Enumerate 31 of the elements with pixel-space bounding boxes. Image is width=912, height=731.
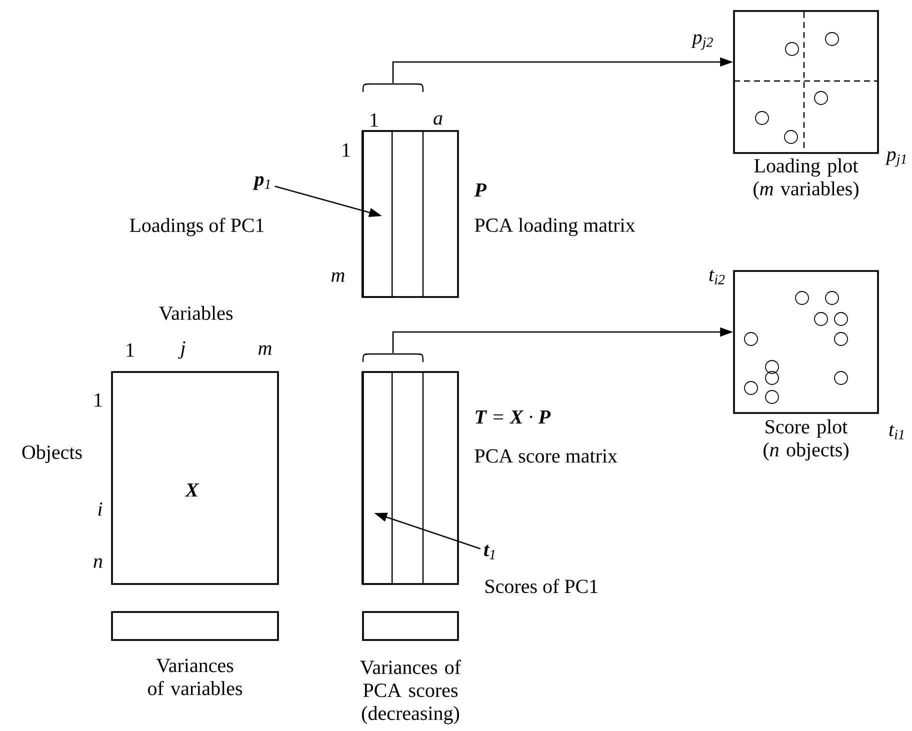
axis-label: p$_{j1}$ bbox=[885, 151, 906, 167]
axis-label: t$_{i2}$ bbox=[709, 270, 725, 284]
node-label: Variances of variables bbox=[148, 658, 242, 696]
node-label: Variances of PCA scores (decreasing) bbox=[360, 660, 462, 724]
index-label: 1 bbox=[94, 393, 102, 407]
axis-title: Variables bbox=[159, 306, 233, 320]
node-label: Loading plot (m variables) bbox=[754, 158, 858, 200]
matrix-column bbox=[362, 371, 393, 585]
formula-text: T = X · P bbox=[476, 410, 551, 424]
matrix-symbol: P bbox=[474, 183, 487, 197]
vector-symbol: p$_{1}$ bbox=[252, 176, 270, 190]
vector-symbol: t$_{1}$ bbox=[484, 544, 495, 560]
node-label: Loadings of PC1 bbox=[130, 218, 264, 236]
node-label: PCA loading matrix bbox=[474, 218, 636, 236]
index-label: m bbox=[332, 272, 344, 282]
matrix-column bbox=[362, 130, 393, 298]
index-label: 1 bbox=[370, 113, 378, 127]
matrix-symbol: X bbox=[184, 483, 200, 497]
index-label: j bbox=[178, 341, 186, 359]
index-label: i bbox=[98, 502, 102, 516]
axis-title: Objects bbox=[22, 444, 82, 464]
index-label: n bbox=[94, 558, 102, 568]
index-label: a bbox=[434, 115, 442, 125]
index-label: 1 bbox=[342, 143, 350, 157]
axis-label: t$_{i1}$ bbox=[889, 424, 904, 440]
node-label: PCA score matrix bbox=[474, 449, 618, 463]
index-label: m bbox=[258, 345, 272, 355]
node-label: Scores of PC1 bbox=[486, 578, 598, 594]
node-label: Score plot (n objects) bbox=[764, 419, 848, 461]
axis-label: p$_{j2}$ bbox=[691, 34, 713, 50]
index-label: 1 bbox=[126, 343, 134, 357]
